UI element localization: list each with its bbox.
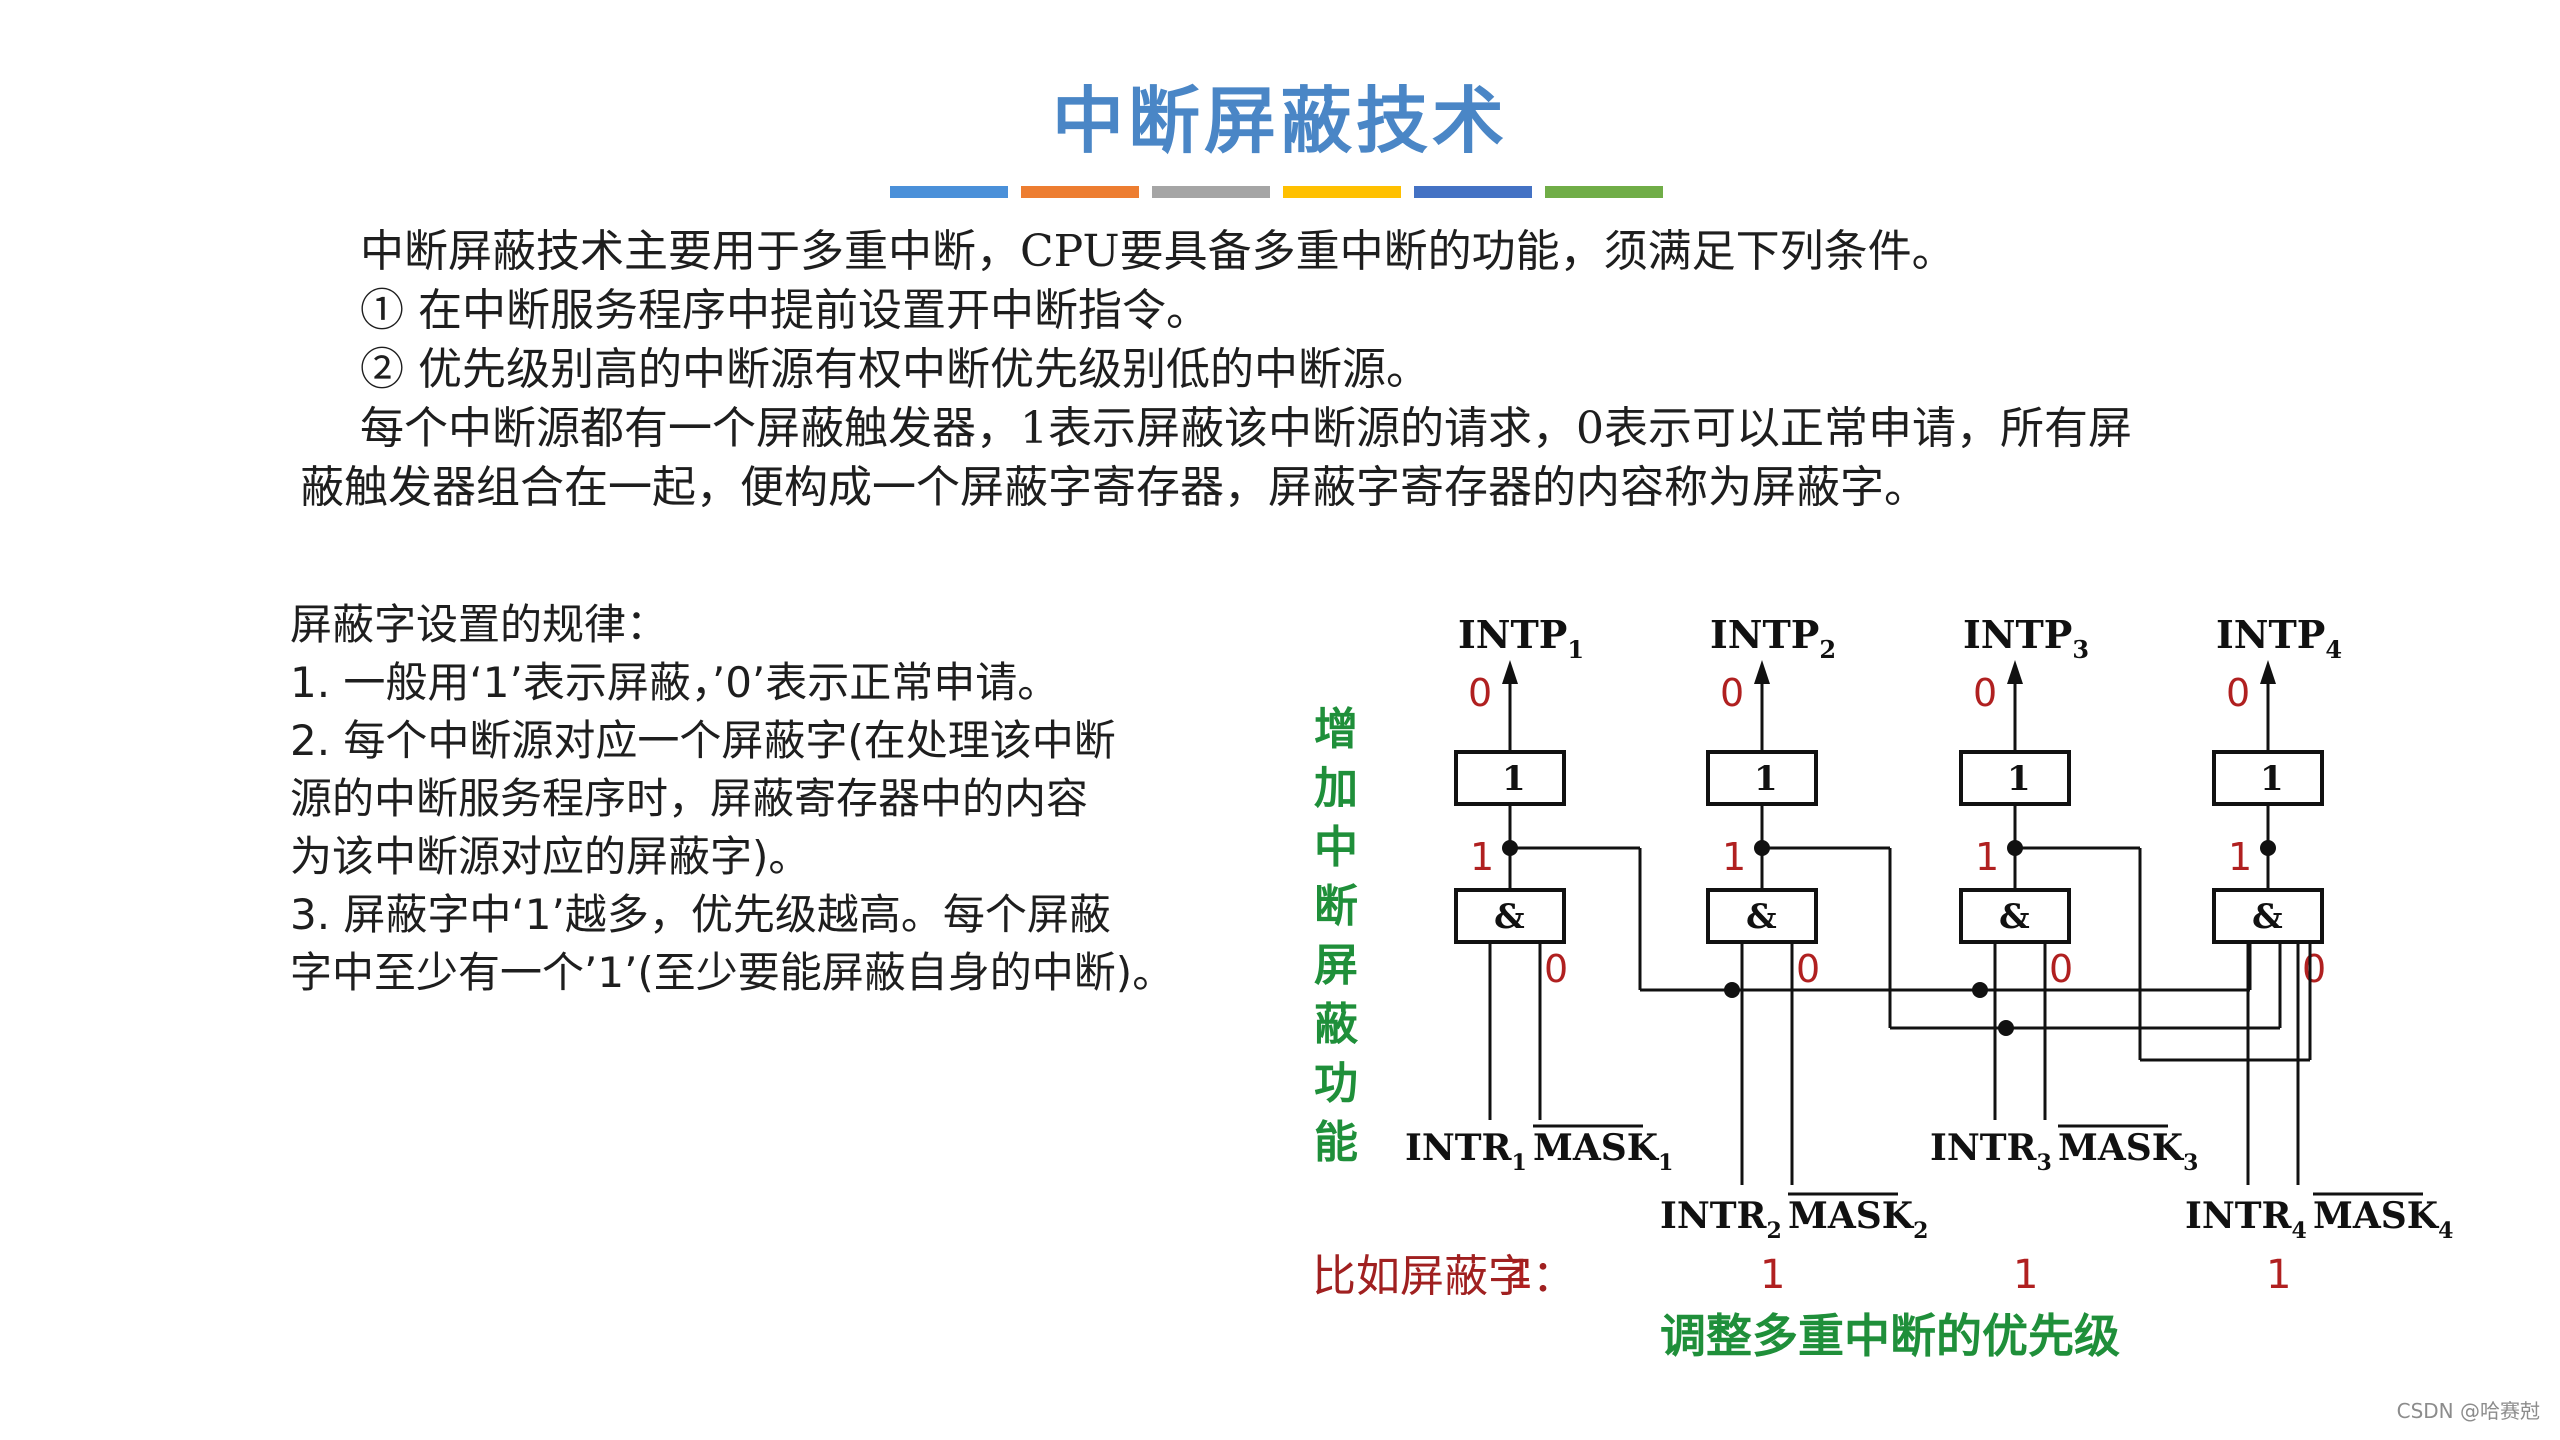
flip-flop-label: 1 [1754, 759, 1778, 799]
and-out-value: 0 [1544, 947, 1568, 991]
mask-word-bit: 1 [1760, 1252, 1785, 1298]
rule-2-line-1: 2. 每个中断源对应一个屏蔽字(在处理该中断 [290, 716, 1116, 765]
and-gate-label: & [1999, 897, 2030, 937]
rule-3-line-1: 3. 屏蔽字中‘1’越多，优先级越高。每个屏蔽 [290, 890, 1111, 939]
flip-flop-box [1959, 750, 2071, 806]
color-bar-segment [1021, 186, 1139, 198]
mask-rules: 屏蔽字设置的规律： 1. 一般用‘1’表示屏蔽，’0’表示正常申请。 2. 每个… [290, 596, 1280, 1002]
mask-word-bit: 1 [1508, 1252, 1533, 1298]
color-bar-segment [1414, 186, 1532, 198]
intro-condition-2: ② 优先级别高的中断源有权中断优先级别低的中断源。 [360, 344, 1430, 395]
mask-word-bit: 1 [2266, 1252, 2291, 1298]
priority-caption: 调整多重中断的优先级 [1660, 1309, 2120, 1363]
mask-word-bit: 1 [2013, 1252, 2038, 1298]
mask-label: MASK1 [1533, 1127, 1673, 1176]
mask-label: MASK4 [2313, 1195, 2453, 1244]
ff-value: 1 [1470, 835, 1494, 879]
and-gate-label: & [2252, 897, 2283, 937]
flip-flop-label: 1 [2007, 759, 2031, 799]
intp-value: 0 [1720, 671, 1744, 715]
arrow-up-icon [1502, 660, 1518, 684]
and-gate-label: & [1746, 897, 1777, 937]
ff-value: 1 [1975, 835, 1999, 879]
intp-value: 0 [1468, 671, 1492, 715]
watermark: CSDN @哈赛尅 [2396, 1399, 2540, 1423]
intp-value: 0 [2226, 671, 2250, 715]
rule-3-line-2: 字中至少有一个’1’(至少要能屏蔽自身的中断)。 [290, 948, 1175, 997]
and-gate-box [1959, 888, 2071, 944]
intr-label: INTR3 [1930, 1127, 2052, 1176]
and-gate-box [2212, 888, 2324, 944]
intro-line-4: 每个中断源都有一个屏蔽触发器，1表示屏蔽该中断源的请求，0表示可以正常申请，所有… [360, 403, 2132, 454]
intr-label: INTR2 [1660, 1195, 1782, 1244]
arrow-up-icon [2007, 660, 2023, 684]
intp-label: INTP4 [2216, 612, 2342, 664]
intp-label: INTP1 [1458, 612, 1584, 664]
flip-flop-box [1454, 750, 1566, 806]
ff-value: 1 [2228, 835, 2252, 879]
vertical-label: 增 加 中 断 屏 蔽 功 能 [1306, 700, 1366, 1172]
intro-paragraph: 中断屏蔽技术主要用于多重中断，CPU要具备多重中断的功能，须满足下列条件。 ① … [300, 222, 2350, 517]
intr-label: INTR4 [2185, 1195, 2307, 1244]
page-title: 中断屏蔽技术 [1051, 78, 1508, 163]
and-out-value: 0 [2302, 947, 2326, 991]
vertical-char: 能 [1314, 1117, 1358, 1168]
vertical-char: 加 [1314, 763, 1358, 814]
color-bar-segment [1545, 186, 1663, 198]
rule-1: 1. 一般用‘1’表示屏蔽，’0’表示正常申请。 [290, 658, 1060, 707]
mask-label: MASK2 [1788, 1195, 1928, 1244]
and-gate-box [1454, 888, 1566, 944]
intp-value: 0 [1973, 671, 1997, 715]
color-bar-segment [1283, 186, 1401, 198]
and-gate-box [1706, 888, 1818, 944]
vertical-char: 增 [1314, 704, 1358, 755]
color-bar-segment [1152, 186, 1270, 198]
intp-label: INTP3 [1963, 612, 2089, 664]
example-mask-label: 比如屏蔽字： [1312, 1251, 1576, 1302]
intp-label: INTP2 [1710, 612, 1836, 664]
ff-value: 1 [1722, 835, 1746, 879]
vertical-char: 屏 [1314, 940, 1358, 991]
junction-dot [2260, 840, 2276, 856]
vertical-char: 断 [1314, 881, 1358, 932]
intro-condition-1: ① 在中断服务程序中提前设置开中断指令。 [360, 285, 1210, 336]
arrow-up-icon [2260, 660, 2276, 684]
vertical-char: 功 [1314, 1058, 1358, 1109]
flip-flop-label: 1 [2260, 759, 2284, 799]
intro-line-5: 蔽触发器组合在一起，便构成一个屏蔽字寄存器，屏蔽字寄存器的内容称为屏蔽字。 [300, 462, 1928, 513]
intr-label: INTR1 [1405, 1127, 1527, 1176]
rule-2-line-3: 为该中断源对应的屏蔽字)。 [290, 832, 811, 881]
arrow-up-icon [1754, 660, 1770, 684]
intro-line-1: 中断屏蔽技术主要用于多重中断，CPU要具备多重中断的功能，须满足下列条件。 [360, 226, 1956, 277]
rule-2-line-2: 源的中断服务程序时，屏蔽寄存器中的内容 [290, 774, 1089, 823]
junction-dot [1998, 1020, 2014, 1036]
vertical-char: 中 [1314, 822, 1358, 873]
vertical-char: 蔽 [1314, 999, 1358, 1050]
and-out-value: 0 [1796, 947, 1820, 991]
rules-heading: 屏蔽字设置的规律： [290, 600, 669, 649]
junction-dot [1972, 982, 1988, 998]
mask-label: MASK3 [2058, 1127, 2198, 1176]
and-out-value: 0 [2049, 947, 2073, 991]
flip-flop-box [2212, 750, 2324, 806]
color-bar-segment [890, 186, 1008, 198]
junction-dot [1724, 982, 1740, 998]
flip-flop-label: 1 [1502, 759, 1526, 799]
and-gate-label: & [1494, 897, 1525, 937]
